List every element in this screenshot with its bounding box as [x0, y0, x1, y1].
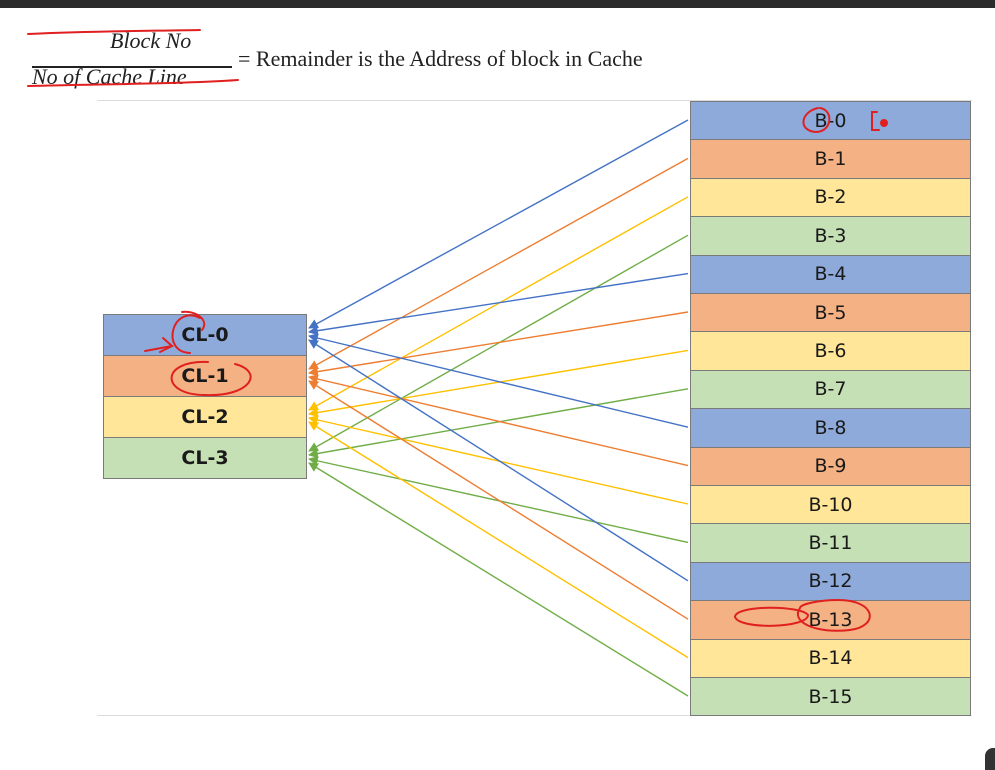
handwritten-annotations: [27, 29, 888, 632]
ink-dot: [880, 119, 888, 127]
memory-block-8: B-8: [690, 408, 971, 448]
arrow-b8-to-cl0: [308, 333, 689, 428]
arrow-b1-to-cl1: [308, 157, 689, 370]
memory-block-2: B-2: [690, 177, 971, 218]
ink-underline-denominator: [27, 79, 239, 87]
top-separator: [97, 100, 972, 101]
memory-block-6: B-6: [690, 331, 971, 371]
cache-line-0: CL-0: [103, 314, 307, 356]
ink-oval-b13: [796, 598, 871, 632]
arrow-b15-to-cl3: [308, 462, 689, 697]
arrow-b9-to-cl1: [308, 374, 689, 467]
arrow-b5-to-cl1: [308, 311, 689, 377]
ink-arrow-shaft: [144, 345, 173, 352]
memory-block-4: B-4: [690, 254, 971, 294]
corner-tab: [985, 748, 995, 770]
ink-circle-cl0: [171, 310, 206, 354]
ink-arrowhead: [159, 337, 174, 353]
cache-line-3: CL-3: [103, 437, 307, 479]
formula-result: = Remainder is the Address of block in C…: [238, 46, 643, 71]
ink-oval-b13-left: [734, 606, 810, 627]
arrow-b4-to-cl0: [308, 272, 689, 336]
arrow-b12-to-cl0: [308, 339, 689, 582]
arrow-b14-to-cl2: [308, 421, 689, 659]
ink-circle-cl1: [170, 360, 252, 397]
bottom-separator: [97, 715, 972, 716]
ink-strike-numerator: [27, 29, 201, 35]
ink-circle-b0: [802, 107, 831, 134]
ink-bracket: [871, 111, 880, 131]
memory-block-0: B-0: [690, 101, 971, 141]
memory-block-7: B-7: [690, 369, 971, 410]
memory-block-15: B-15: [690, 677, 971, 717]
memory-block-1: B-1: [690, 139, 971, 179]
fraction-bar: [32, 66, 232, 68]
arrow-layer: [308, 119, 689, 697]
top-bar: [0, 0, 995, 8]
memory-block-14: B-14: [690, 638, 971, 678]
arrow-b0-to-cl0: [308, 119, 689, 329]
arrow-b13-to-cl1: [308, 380, 689, 620]
memory-block-12: B-12: [690, 561, 971, 602]
